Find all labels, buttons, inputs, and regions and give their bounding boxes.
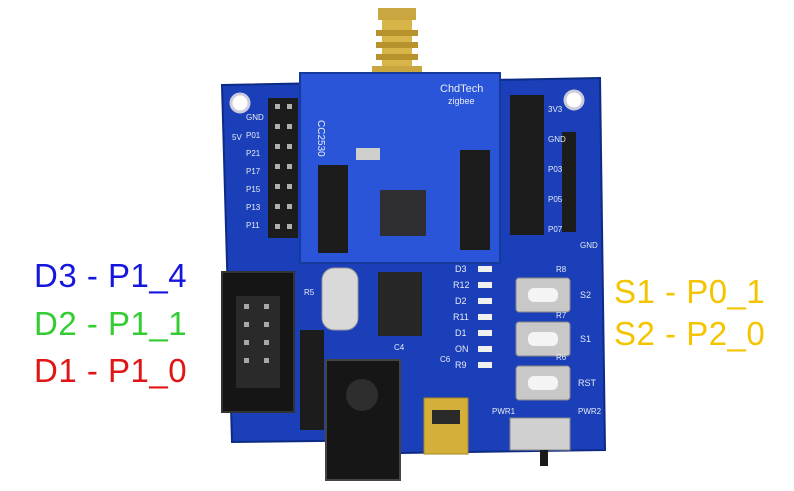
svg-text:P05: P05 — [548, 195, 563, 204]
power-labels: PWR1 PWR2 — [492, 407, 602, 416]
svg-text:R8: R8 — [556, 265, 567, 274]
left-pin-header — [268, 98, 298, 238]
crystal-oscillator — [321, 267, 359, 331]
module-brand: ChdTech — [440, 83, 483, 95]
svg-text:R7: R7 — [556, 311, 567, 320]
right-header-labels: 3V3 GND P03 P05 P07 — [548, 105, 566, 234]
svg-text:R5: R5 — [304, 288, 315, 297]
svg-text:P17: P17 — [246, 167, 261, 176]
side-header — [300, 330, 324, 430]
misc-labels: R5 C4 R7 R6 R8 C6 5V GND — [232, 133, 598, 364]
svg-text:R6: R6 — [556, 353, 567, 362]
led-d1-label: D1 - P1_0 — [34, 352, 188, 389]
svg-text:P11: P11 — [246, 221, 260, 230]
mounting-hole — [229, 92, 251, 114]
svg-text:P21: P21 — [246, 149, 261, 158]
tactile-button-s2 — [515, 277, 571, 313]
svg-text:GND: GND — [580, 241, 598, 250]
svg-text:GND: GND — [246, 113, 264, 122]
tactile-button-rst — [515, 365, 571, 401]
svg-text:R11: R11 — [453, 312, 469, 322]
led-d3-label: D3 - P1_4 — [34, 257, 188, 294]
svg-text:GND: GND — [548, 135, 566, 144]
button-labels: S2 S1 RST — [578, 290, 597, 388]
svg-text:P03: P03 — [548, 165, 563, 174]
usb-uart-ic — [378, 272, 422, 336]
switch-s2-label: S2 - P2_0 — [614, 315, 766, 352]
svg-text:C4: C4 — [394, 343, 405, 352]
svg-text:P13: P13 — [246, 203, 261, 212]
mounting-hole — [563, 89, 585, 111]
cc2530-chip — [380, 190, 426, 236]
svg-text:R9: R9 — [455, 360, 467, 370]
dc-power-jack — [325, 359, 401, 481]
module-pin-header-right — [460, 150, 490, 250]
crystal — [356, 148, 380, 160]
tactile-button-s1 — [515, 321, 571, 357]
svg-text:P15: P15 — [246, 185, 261, 194]
svg-text:S1: S1 — [580, 334, 591, 344]
svg-text:P01: P01 — [246, 131, 261, 140]
svg-text:5V: 5V — [232, 133, 242, 142]
svg-text:D3: D3 — [455, 264, 467, 274]
svg-text:R12: R12 — [453, 280, 470, 290]
right-small-header — [562, 132, 576, 232]
chip-label: CC2530 — [315, 120, 326, 157]
right-pin-header — [510, 95, 544, 235]
left-header-labels: GND P01 P21 P17 P15 P13 P11 — [246, 113, 264, 230]
svg-text:PWR1: PWR1 — [492, 407, 516, 416]
power-switch — [509, 417, 571, 451]
led-labels: D3 R12 D2 R11 D1 ON R9 — [453, 264, 470, 370]
svg-text:C6: C6 — [440, 355, 451, 364]
svg-text:3V3: 3V3 — [548, 105, 563, 114]
svg-text:S2: S2 — [580, 290, 591, 300]
svg-text:D2: D2 — [455, 296, 467, 306]
module-sub: zigbee — [448, 96, 475, 106]
module-pin-header-left — [318, 165, 348, 253]
svg-text:ON: ON — [455, 344, 469, 354]
svg-text:RST: RST — [578, 378, 597, 388]
svg-text:PWR2: PWR2 — [578, 407, 602, 416]
led-column — [478, 266, 492, 368]
switch-s1-label: S1 - P0_1 — [614, 273, 766, 310]
svg-text:P07: P07 — [548, 225, 563, 234]
svg-text:D1: D1 — [455, 328, 467, 338]
led-d2-label: D2 - P1_1 — [34, 305, 188, 342]
mini-usb-port — [423, 397, 469, 455]
